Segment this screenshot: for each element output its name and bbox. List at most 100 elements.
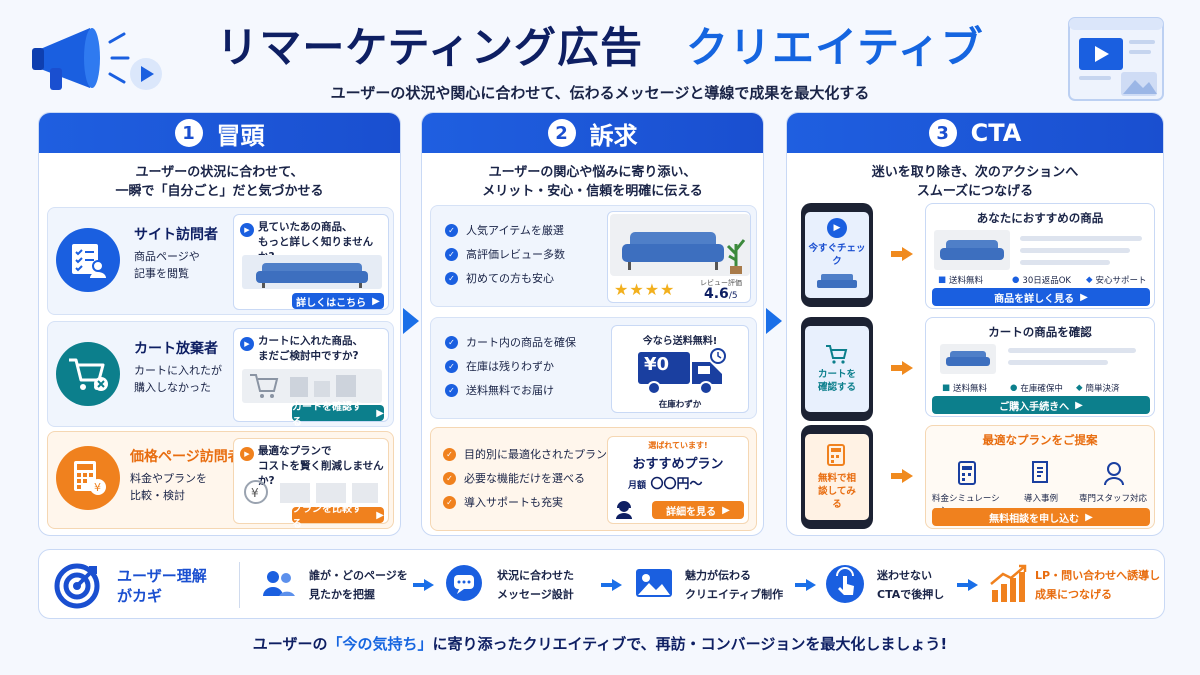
step-number: 1 [174, 119, 203, 147]
play-icon: ▶ [240, 447, 254, 461]
process-bar: ユーザー理解がカギ 誰が・どのページを見たかを把握 状況に合わせたメッセージ設計… [38, 549, 1165, 619]
case-study-icon [1032, 461, 1048, 483]
review-card: ★★★★ レビュー評価 4.6/5 [607, 211, 751, 303]
cart-icon [56, 342, 120, 406]
feature-return: ●30日返品OK [1012, 275, 1072, 286]
step-number: 2 [547, 119, 576, 147]
sofa-image [817, 274, 857, 288]
feature-shipping: ■送料無料 [942, 383, 988, 394]
segment-desc: 料金やプランを比較・検討 [130, 472, 207, 502]
phone-mockup: カートを確認する [801, 317, 873, 421]
flow-arrow-icon [601, 579, 623, 591]
check-icon: ✓ [443, 495, 456, 509]
view-product-button[interactable]: 商品を詳しく見る▶ [932, 288, 1150, 306]
growth-chart-icon [990, 564, 1027, 602]
check-icon: ✓ [445, 359, 458, 373]
column-lead: 迷いを取り除き、次のアクションへスムーズにつなげる [871, 165, 1079, 199]
column-lead: ユーザーの状況に合わせて、一瞬で「自分ごと」だと気づかせる [115, 165, 324, 199]
flow-arrow-icon [413, 579, 435, 591]
play-icon: ▶ [827, 218, 847, 238]
appeal-group-popular: ✓人気アイテムを厳選 ✓高評価レビュー多数 ✓初めての方も安心 ★★★★ レビュ… [430, 205, 757, 307]
free-consultation-button[interactable]: 無料相談を申し込む▶ [932, 508, 1150, 526]
orange-arrow-icon [891, 469, 913, 483]
sofa-image [940, 344, 996, 374]
ad-preview: ▶ 見ていたあの商品、もっと詳しく知りませんか? 詳しくはこちら▶ [233, 214, 389, 310]
check-icon: ✓ [445, 271, 458, 285]
flow-arrow-icon [766, 308, 782, 334]
staff-icon [1104, 462, 1124, 486]
chat-icon [446, 565, 482, 601]
segment-desc: カートに入れたが購入しなかった [134, 364, 222, 394]
flow-arrow-icon [957, 579, 979, 591]
tap-icon [826, 565, 864, 603]
cart-icon [826, 345, 848, 364]
orange-arrow-icon [891, 247, 913, 261]
star-rating: ★★★★ [614, 280, 676, 299]
column-title: CTA [970, 119, 1022, 147]
check-icon: ✓ [445, 335, 458, 349]
feature-shipping: ■送料無料 [938, 275, 984, 286]
megaphone-icon [28, 12, 168, 102]
compare-plans-button[interactable]: プランを比較する▶ [292, 504, 384, 530]
sofa-image [242, 255, 382, 289]
appeal-group-cart: ✓カート内の商品を確保 ✓在庫は残りわずか ✓送料無料でお届け 今なら送料無料!… [430, 317, 757, 419]
column-title: 訴求 [589, 121, 638, 150]
page-title: リマーケティング広告 クリエイティブ [216, 23, 984, 72]
process-step: 状況に合わせたメッセージ設計 [497, 569, 574, 601]
check-cart-button[interactable]: カートを確認する▶ [292, 402, 384, 428]
step-number: 3 [928, 119, 957, 147]
key-message: ユーザー理解がカギ [117, 567, 207, 605]
svg-text:¥: ¥ [251, 486, 259, 500]
check-icon: ✓ [445, 383, 458, 397]
segment-name: 価格ページ訪問者 [130, 449, 242, 465]
checkout-button[interactable]: ご購入手続きへ▶ [932, 396, 1150, 414]
appeal-group-plan: ✓目的別に最適化されたプラン ✓必要な機能だけを選べる ✓導入サポートも充実 選… [430, 427, 757, 531]
feature-checkout: ◆簡単決済 [1076, 383, 1120, 394]
target-icon [54, 563, 100, 609]
column-header: 2 訴求 [422, 113, 763, 153]
column-appeal: 2 訴求 ユーザーの関心や悩みに寄り添い、メリット・安心・信頼を明確に伝える ✓… [421, 112, 764, 536]
column-header: 3 CTA [787, 113, 1163, 153]
column-header: 1 冒頭 [39, 113, 400, 153]
feature-support: ◆安心サポート [1086, 275, 1147, 286]
flow-arrow-icon [795, 579, 817, 591]
sofa-image [934, 230, 1010, 270]
check-icon: ✓ [445, 247, 458, 261]
rating-value: 4.6/5 [704, 286, 738, 302]
segment-site-visitor: サイト訪問者 商品ページや記事を閲覧 ▶ 見ていたあの商品、もっと詳しく知りませ… [47, 207, 394, 315]
orange-arrow-icon [891, 361, 913, 375]
sofa-image [610, 214, 750, 276]
play-icon: ▶ [240, 337, 254, 351]
recommend-card: あなたにおすすめの商品 ■送料無料 ●30日返品OK ◆安心サポート 商品を詳し… [925, 203, 1155, 309]
feature-stock: ●在庫確保中 [1010, 383, 1063, 394]
column-lead: ユーザーの関心や悩みに寄り添い、メリット・安心・信頼を明確に伝える [482, 165, 703, 199]
phone-mockup: 無料で相談してみる [801, 425, 873, 529]
segment-name: カート放棄者 [134, 341, 218, 357]
plan-proposal-card: 最適なプランをご提案 料金シミュレーション 導入事例 専門スタッフ対応 無料相談… [925, 425, 1155, 529]
process-step: 魅力が伝わるクリエイティブ制作 [685, 569, 784, 601]
play-icon: ▶ [240, 223, 254, 237]
plan-card: 選ばれています! おすすめプラン 月額 〇〇円〜 詳細を見る▶ [607, 436, 749, 524]
page-subtitle: ユーザーの状況や関心に合わせて、伝わるメッセージと導線で成果を最大化する [330, 84, 870, 102]
cart-card: カートの商品を確認 ■送料無料 ●在庫確保中 ◆簡単決済 ご購入手続きへ▶ [925, 317, 1155, 417]
cart-image [242, 369, 382, 403]
segment-pricing-visitor: ¥ 価格ページ訪問者 料金やプランを比較・検討 ▶ 最適なプランでコストを賢く削… [47, 431, 394, 530]
column-cta: 3 CTA 迷いを取り除き、次のアクションへスムーズにつなげる ▶ 今すぐチェッ… [786, 112, 1164, 536]
segment-desc: 商品ページや記事を閲覧 [134, 250, 200, 280]
flow-arrow-icon [403, 308, 419, 334]
check-icon: ✓ [443, 447, 456, 461]
browser-video-icon [1065, 14, 1170, 106]
phone-mockup: ▶ 今すぐチェック [801, 203, 873, 307]
price-compare-image: ¥ [244, 480, 378, 504]
column-title: 冒頭 [216, 121, 265, 150]
segment-cart-abandoner: カート放棄者 カートに入れたが購入しなかった ▶ カートに入れた商品、まだご検討… [47, 321, 394, 428]
footer-message: ユーザーの「今の気持ち」に寄り添ったクリエイティブで、再訪・コンバージョンを最大… [252, 635, 948, 653]
view-details-button[interactable]: 詳細を見る▶ [652, 501, 744, 519]
image-icon [636, 569, 672, 597]
simulation-icon [958, 461, 976, 485]
learn-more-button[interactable]: 詳しくはこちら▶ [292, 293, 384, 309]
segment-name: サイト訪問者 [134, 227, 218, 243]
calculator-icon [827, 443, 845, 466]
shipping-promo: 今なら送料無料! ¥0 在庫わずか [611, 325, 749, 413]
